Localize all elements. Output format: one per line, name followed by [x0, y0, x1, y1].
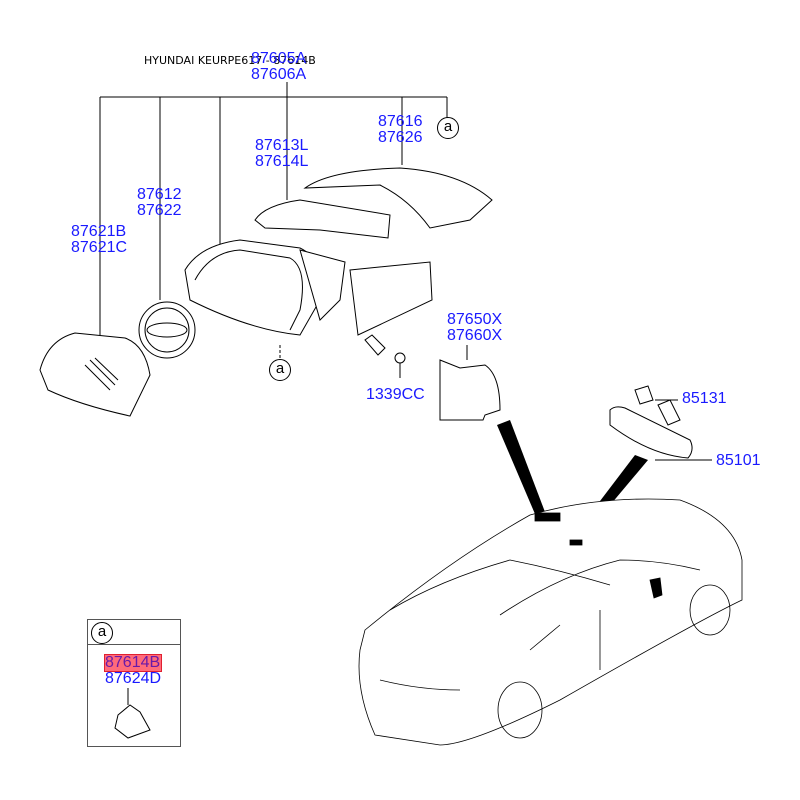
inset-part-labels[interactable]: 87614B 87624D: [103, 654, 163, 687]
inset-header: a: [88, 620, 180, 645]
trim-cover-drawing: [439, 359, 501, 421]
part-number[interactable]: 87612: [137, 186, 182, 203]
part-label-main-assembly[interactable]: 87605A 87606A: [251, 51, 306, 83]
part-number[interactable]: 87613L: [255, 137, 309, 154]
part-label-inside-mirror[interactable]: 85101: [716, 453, 761, 469]
inset-part-drawing: [114, 688, 151, 739]
part-number[interactable]: 87614L: [255, 153, 309, 170]
part-label-mirror-cover[interactable]: 85131: [682, 391, 727, 407]
inside-mirror-drawing: [609, 385, 693, 459]
part-number[interactable]: 85131: [682, 390, 727, 407]
leader-lines: [99, 82, 448, 335]
nut-drawing: [394, 352, 406, 364]
part-number[interactable]: 85101: [716, 452, 761, 469]
part-label-mirror-glass[interactable]: 87621B 87621C: [71, 224, 127, 256]
part-number[interactable]: 87616: [378, 113, 423, 130]
actuator-drawing: [138, 301, 196, 359]
callout-a-housing[interactable]: a: [269, 359, 291, 381]
mirror-housing-drawing: [184, 239, 433, 356]
part-label-trim-cover[interactable]: 87650X 87660X: [447, 312, 502, 344]
part-number[interactable]: 87621C: [71, 239, 128, 256]
diagram-title: HYUNDAI KEURPE617 - 87614B: [144, 54, 316, 67]
part-number[interactable]: 87621B: [71, 223, 127, 240]
side-repeater-drawing: [254, 199, 391, 239]
pointer-wedge: [497, 420, 545, 514]
inset-box: a 87614B 87624D: [87, 619, 181, 747]
part-number[interactable]: 87626: [378, 129, 423, 146]
part-number[interactable]: 87622: [137, 202, 182, 219]
cover-cap-drawing: [303, 167, 493, 229]
part-label-actuator[interactable]: 87612 87622: [137, 187, 182, 219]
car-drawing: [358, 498, 743, 746]
part-number-highlighted[interactable]: 87614B: [103, 654, 163, 672]
inset-callout-a: a: [91, 622, 113, 644]
part-number[interactable]: 87605A: [251, 50, 307, 67]
part-label-side-repeater[interactable]: 87613L 87614L: [255, 138, 308, 170]
part-number[interactable]: 87650X: [447, 311, 503, 328]
part-label-cover-cap[interactable]: 87616 87626: [378, 114, 423, 146]
part-label-nut[interactable]: 1339CC: [366, 387, 425, 403]
part-number[interactable]: 87624D: [105, 670, 162, 687]
callout-a-top[interactable]: a: [437, 117, 459, 139]
part-number[interactable]: 87606A: [251, 66, 307, 83]
part-number[interactable]: 87660X: [447, 327, 503, 344]
part-number[interactable]: 1339CC: [366, 386, 425, 403]
